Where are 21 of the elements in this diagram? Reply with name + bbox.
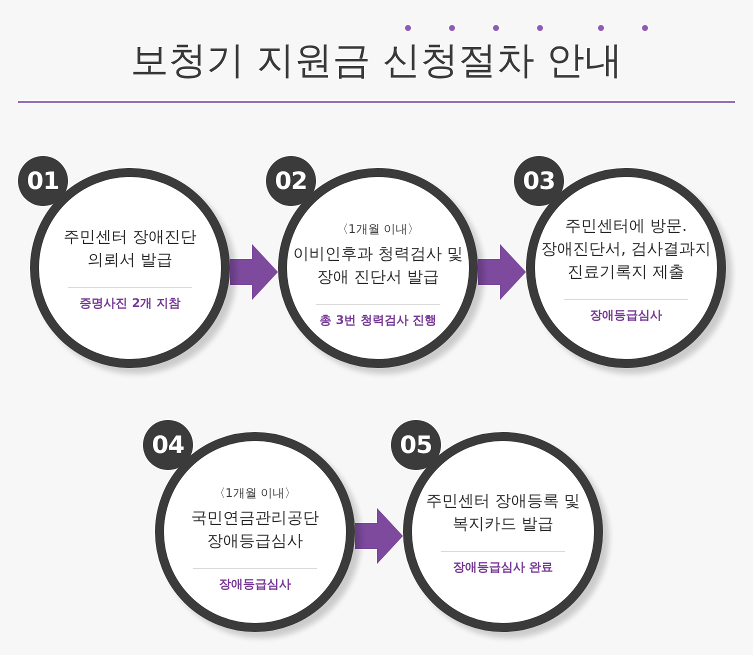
step-number-badge: 02: [266, 156, 316, 206]
step-number-badge: 04: [143, 420, 193, 470]
step-text: 국민연금관리공단 장애등급심사: [190, 507, 320, 552]
period-text: 〈1개월 이내〉: [213, 485, 297, 502]
step-number-badge: 03: [514, 156, 564, 206]
period-text: 〈1개월 이내〉: [336, 221, 420, 238]
step-note: 장애등급심사 완료: [452, 560, 554, 575]
step-note: 총 3번 청력검사 진행: [318, 313, 438, 328]
step-number-badge: 01: [18, 156, 68, 206]
step-note: 증명사진 2개 지참: [78, 296, 182, 311]
step-text: 주민센터 장애등록 및 복지카드 발급: [424, 490, 582, 535]
step-note: 장애등급심사: [218, 577, 292, 592]
step-text: 이비인후과 청력검사 및 장애 진단서 발급: [292, 243, 464, 288]
step-number-badge: 05: [391, 420, 441, 470]
title: 보청기 지원금 신청절차 안내: [129, 37, 624, 84]
block-arrow: [230, 244, 278, 300]
block-arrow: [478, 244, 526, 300]
block-arrow: [355, 508, 403, 564]
step-note: 장애등급심사: [589, 308, 663, 322]
step-text: 주민센터 장애진단 의뢰서 발급: [62, 226, 198, 271]
step-text: 주민센터에 방문. 장애진단서, 검사결과지 진료기록지 제출: [540, 214, 712, 282]
